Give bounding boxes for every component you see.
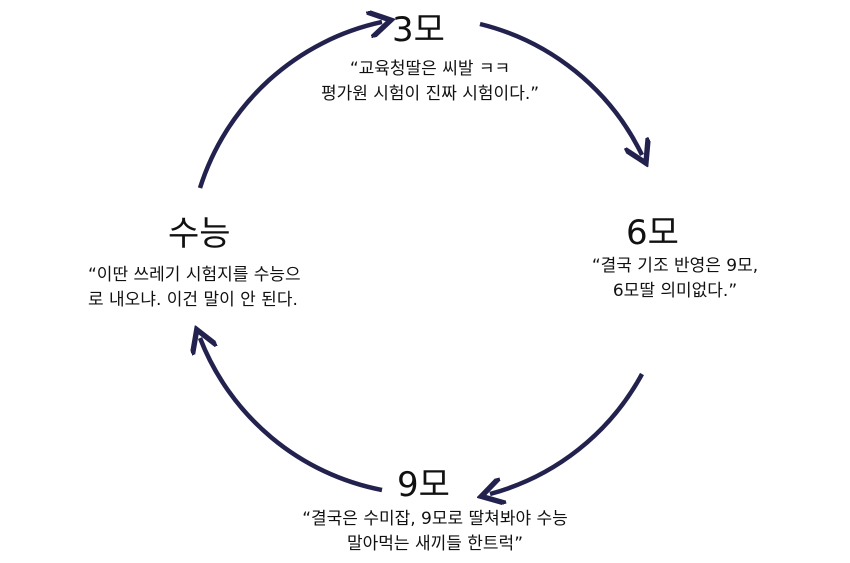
quote-line: “교육청딸은 씨발 ㅋㅋ — [349, 59, 511, 79]
quote-line: 평가원 시험이 진짜 시험이다.” — [320, 84, 540, 104]
quote-line: “결국 기조 반영은 9모, — [591, 256, 759, 276]
node-label-suneung: 수능 — [168, 214, 231, 254]
node-label-6mo: 6모 — [626, 213, 679, 253]
arrow-suneung-to-3mo — [197, 22, 382, 189]
quote-line: “이딴 쓰레기 시험지를 수능으 — [88, 265, 301, 285]
quote-line: 로 내오냐. 이건 말이 안 된다. — [88, 290, 298, 310]
arrow-9mo-to-suneung — [200, 338, 383, 493]
node-quote-3mo: “교육청딸은 씨발 ㅋㅋ 평가원 시험이 진짜 시험이다.” — [290, 57, 570, 107]
node-quote-9mo: “결국은 수미잡, 9모로 딸쳐봐야 수능 말아먹는 새끼들 한트럭” — [270, 507, 600, 557]
quote-line: 6모딸 의미없다.” — [612, 281, 738, 301]
quote-line: 말아먹는 새끼들 한트럭” — [346, 534, 523, 554]
arrow-6mo-to-9mo — [490, 372, 644, 494]
node-label-9mo: 9모 — [397, 465, 450, 505]
node-label-3mo: 3모 — [392, 10, 445, 50]
node-quote-suneung: “이딴 쓰레기 시험지를 수능으 로 내오냐. 이건 말이 안 된다. — [88, 263, 301, 313]
quote-line: “결국은 수미잡, 9모로 딸쳐봐야 수능 — [302, 509, 568, 529]
node-quote-6mo: “결국 기조 반영은 9모, 6모딸 의미없다.” — [575, 254, 775, 304]
arrow-3mo-to-6mo — [479, 21, 642, 155]
